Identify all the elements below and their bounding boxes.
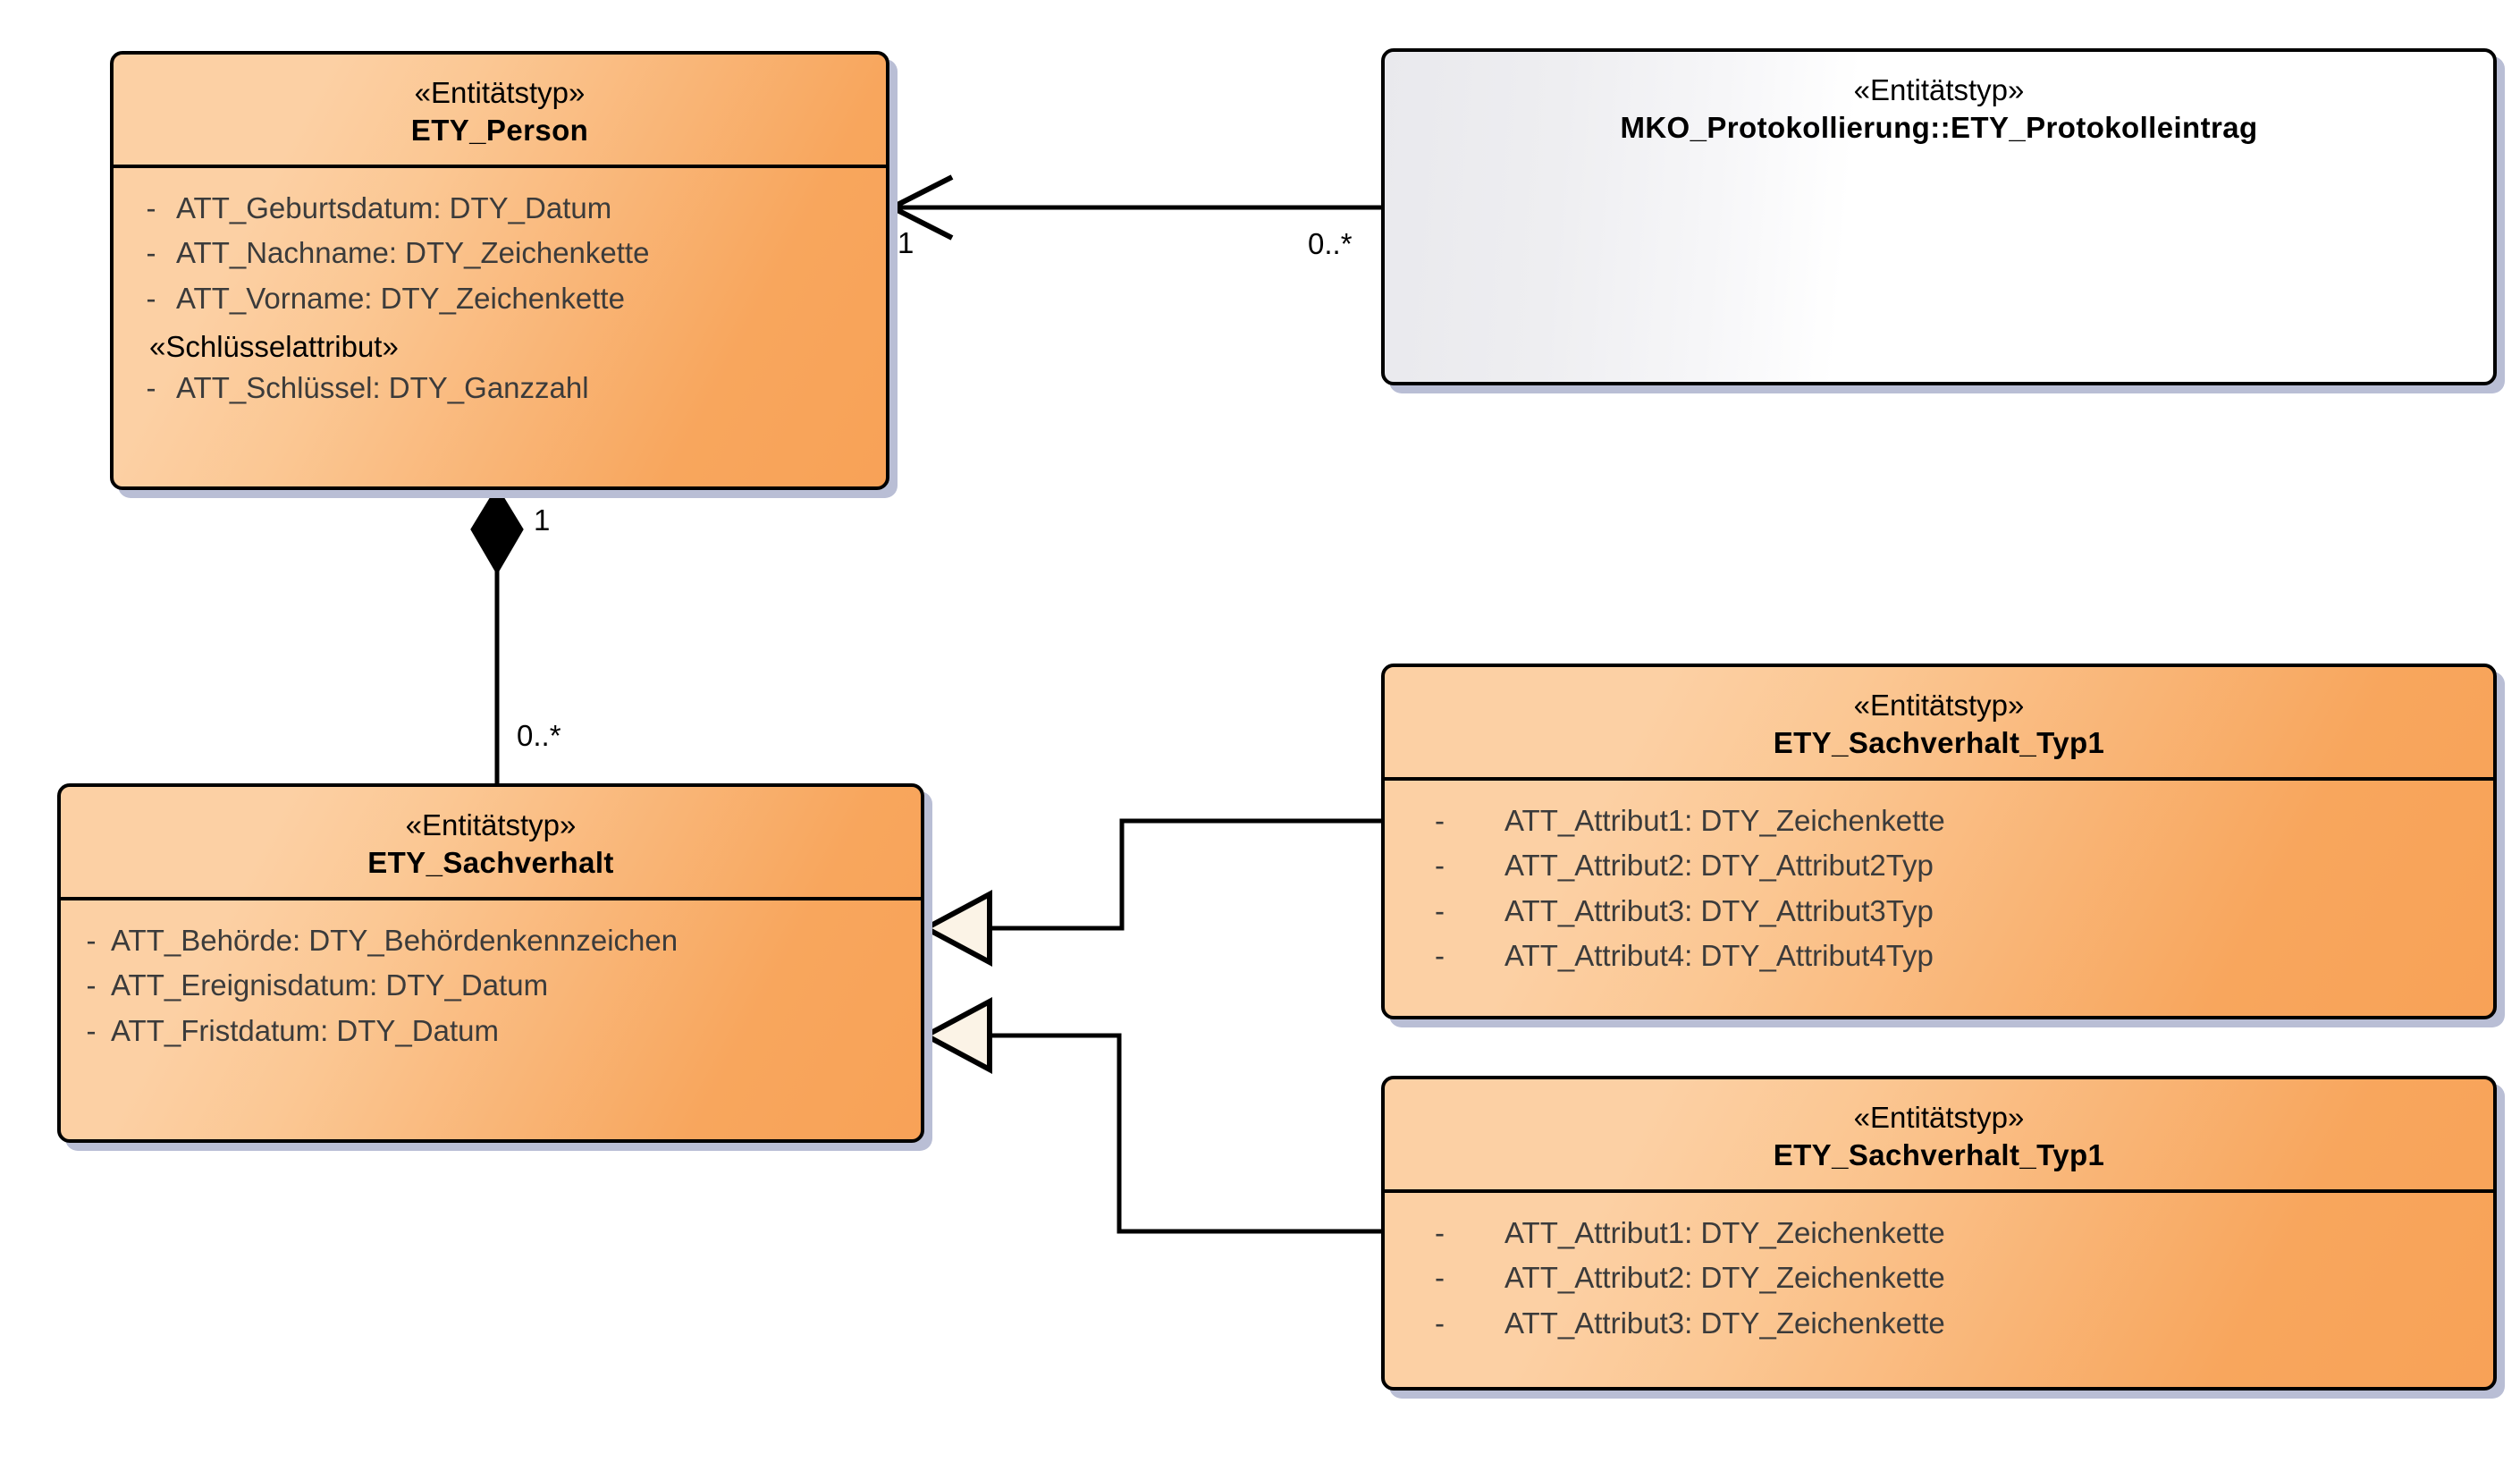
attribute-visibility: -	[86, 1013, 97, 1047]
association-person-protokolleintrag	[886, 174, 1381, 241]
attribute-label: ATT_Behörde: DTY_Behördenkennzeichen	[111, 924, 678, 958]
generalization-typ1b-sachverhalt	[920, 996, 1381, 1234]
attribute-row: - ATT_Nachname: DTY_Zeichenkette	[126, 231, 886, 275]
class-stereotype: «Entitätstyp»	[414, 76, 586, 109]
attribute-visibility: -	[146, 281, 156, 315]
attribute-row: - ATT_Attribut3: DTY_Zeichenkette	[1422, 1301, 2493, 1346]
attribute-label: ATT_Attribut1: DTY_Zeichenkette	[1504, 1216, 1945, 1250]
attribute-label: ATT_Vorname: DTY_Zeichenkette	[176, 281, 625, 315]
class-title: ETY_Sachverhalt	[367, 846, 614, 880]
attribute-row: - ATT_Fristdatum: DTY_Datum	[72, 1009, 921, 1053]
attribute-visibility: -	[86, 968, 97, 1002]
multiplicity-person-association: 1	[898, 226, 914, 259]
attribute-visibility: -	[1435, 1306, 1445, 1340]
open-arrowhead-icon	[886, 174, 954, 241]
attribute-label: ATT_Attribut2: DTY_Zeichenkette	[1504, 1261, 1945, 1295]
class-divider	[114, 165, 886, 169]
attribute-group-stereotype: «Schlüsselattribut»	[149, 329, 399, 363]
attribute-label: ATT_Attribut3: DTY_Zeichenkette	[1504, 1306, 1945, 1340]
class-title: ETY_Sachverhalt_Typ1	[1773, 726, 2105, 760]
class-stereotype: «Entitätstyp»	[1853, 689, 2025, 722]
class-box-ety-sachverhalt-typ1-upper[interactable]: «Entitätstyp» ETY_Sachverhalt_Typ1 - ATT…	[1381, 664, 2497, 1019]
class-divider	[1385, 777, 2493, 782]
attribute-label: ATT_Attribut3: DTY_Attribut3Typ	[1504, 893, 1934, 927]
class-title: ETY_Person	[410, 114, 589, 148]
attribute-visibility: -	[1435, 938, 1445, 972]
attribute-label: ATT_Ereignisdatum: DTY_Datum	[111, 968, 549, 1002]
class-title: MKO_Protokollierung::ETY_Protokolleintra…	[1620, 111, 2258, 145]
attribute-visibility: -	[146, 191, 156, 225]
class-divider	[1385, 1189, 2493, 1194]
class-header: «Entitätstyp» ETY_Sachverhalt_Typ1	[1385, 667, 2493, 777]
attribute-visibility: -	[1435, 1216, 1445, 1250]
multiplicity-protokolleintrag-association: 0..*	[1308, 227, 1353, 260]
class-attribute-list: - ATT_Behörde: DTY_Behördenkennzeichen -…	[61, 900, 921, 1073]
attribute-visibility: -	[146, 236, 156, 270]
attribute-row: - ATT_Attribut3: DTY_Attribut3Typ	[1422, 889, 2493, 934]
class-box-ety-sachverhalt[interactable]: «Entitätstyp» ETY_Sachverhalt - ATT_Behö…	[57, 783, 924, 1143]
hollow-triangle-icon	[920, 996, 992, 1075]
class-divider	[61, 897, 921, 901]
class-attribute-list: - ATT_Geburtsdatum: DTY_Datum - ATT_Nach…	[114, 168, 886, 430]
attribute-row: - ATT_Geburtsdatum: DTY_Datum	[126, 186, 886, 231]
class-attribute-list: - ATT_Attribut1: DTY_Zeichenkette - ATT_…	[1385, 781, 2493, 998]
hollow-triangle-icon	[920, 889, 992, 968]
filled-diamond-icon	[470, 486, 524, 575]
attribute-row: - ATT_Behörde: DTY_Behördenkennzeichen	[72, 918, 921, 963]
attribute-visibility: -	[1435, 804, 1445, 838]
class-box-ety-protokolleintrag[interactable]: «Entitätstyp» MKO_Protokollierung::ETY_P…	[1381, 48, 2497, 385]
attribute-label: ATT_Fristdatum: DTY_Datum	[111, 1013, 499, 1047]
attribute-label: ATT_Schlüssel: DTY_Ganzzahl	[176, 370, 589, 404]
generalization-typ1a-sachverhalt	[920, 818, 1381, 968]
attribute-visibility: -	[1435, 1261, 1445, 1295]
class-header: «Entitätstyp» ETY_Sachverhalt_Typ1	[1385, 1079, 2493, 1189]
attribute-visibility: -	[86, 924, 97, 958]
class-header: «Entitätstyp» MKO_Protokollierung::ETY_P…	[1385, 52, 2493, 162]
attribute-row: - ATT_Attribut2: DTY_Attribut2Typ	[1422, 843, 2493, 888]
class-title: ETY_Sachverhalt_Typ1	[1773, 1138, 2105, 1172]
attribute-visibility: -	[1435, 893, 1445, 927]
attribute-visibility: -	[146, 370, 156, 404]
class-attribute-list: - ATT_Attribut1: DTY_Zeichenkette - ATT_…	[1385, 1193, 2493, 1365]
class-box-ety-sachverhalt-typ1-lower[interactable]: «Entitätstyp» ETY_Sachverhalt_Typ1 - ATT…	[1381, 1076, 2497, 1391]
attribute-row: - ATT_Ereignisdatum: DTY_Datum	[72, 963, 921, 1008]
attribute-row: - ATT_Attribut2: DTY_Zeichenkette	[1422, 1255, 2493, 1300]
attribute-row: - ATT_Attribut1: DTY_Zeichenkette	[1422, 1211, 2493, 1255]
attribute-visibility: -	[1435, 849, 1445, 883]
class-header: «Entitätstyp» ETY_Sachverhalt	[61, 787, 921, 897]
attribute-label: ATT_Attribut4: DTY_Attribut4Typ	[1504, 938, 1934, 972]
multiplicity-person-composition: 1	[534, 503, 551, 537]
attribute-row: - ATT_Attribut1: DTY_Zeichenkette	[1422, 799, 2493, 843]
class-stereotype: «Entitätstyp»	[1853, 1101, 2025, 1134]
attribute-label: ATT_Attribut2: DTY_Attribut2Typ	[1504, 849, 1934, 883]
attribute-label: ATT_Geburtsdatum: DTY_Datum	[176, 191, 612, 225]
attribute-row: - ATT_Vorname: DTY_Zeichenkette	[126, 276, 886, 321]
class-box-ety-person[interactable]: «Entitätstyp» ETY_Person - ATT_Geburtsda…	[110, 51, 889, 490]
attribute-label: ATT_Nachname: DTY_Zeichenkette	[176, 236, 650, 270]
attribute-row: - ATT_Attribut4: DTY_Attribut4Typ	[1422, 934, 2493, 978]
class-stereotype: «Entitätstyp»	[1853, 73, 2025, 106]
attribute-row: - ATT_Schlüssel: DTY_Ganzzahl	[126, 366, 886, 410]
class-header: «Entitätstyp» ETY_Person	[114, 55, 886, 165]
class-stereotype: «Entitätstyp»	[405, 808, 577, 841]
attribute-label: ATT_Attribut1: DTY_Zeichenkette	[1504, 804, 1945, 838]
multiplicity-sachverhalt-composition: 0..*	[517, 719, 561, 752]
composition-person-sachverhalt	[470, 486, 524, 783]
